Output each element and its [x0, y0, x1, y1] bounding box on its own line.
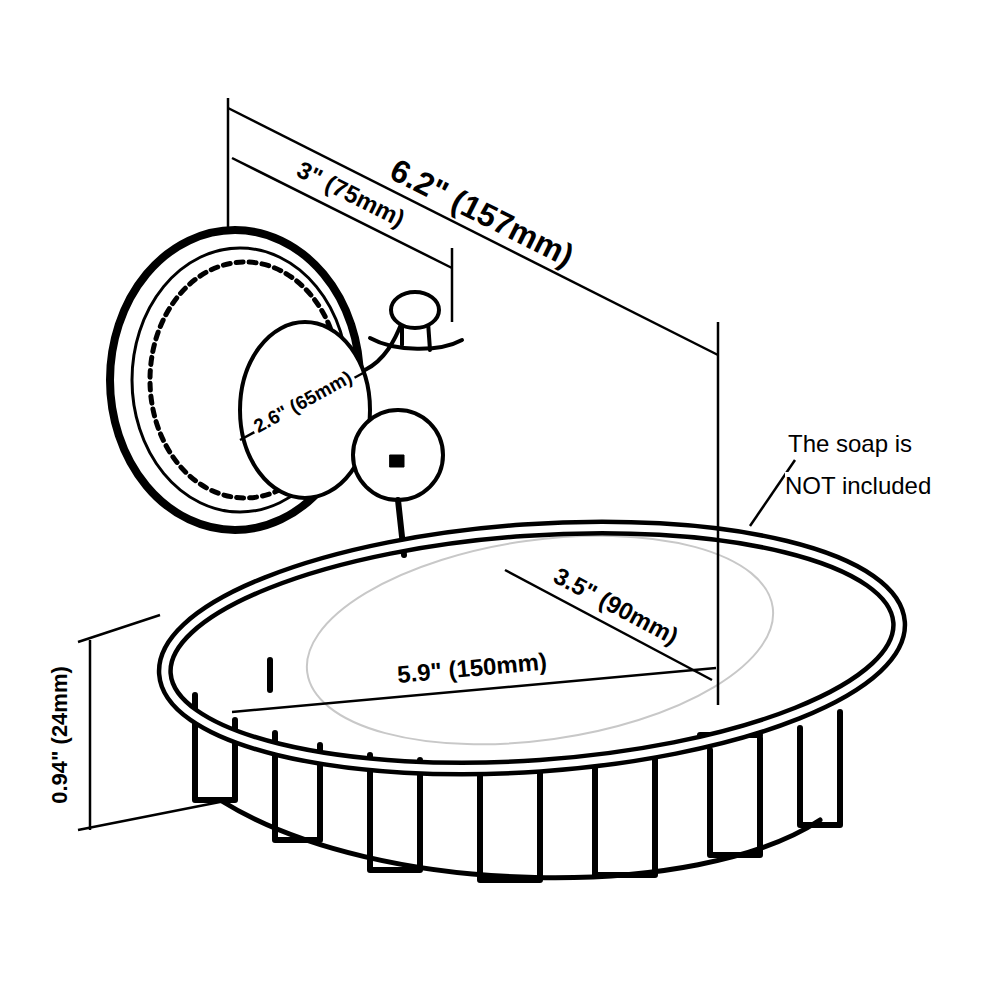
mount-boss [240, 322, 370, 498]
basket-ring-highlight [157, 505, 908, 792]
ball-joint [353, 410, 443, 500]
set-screw [390, 455, 404, 467]
basket-ring [157, 505, 908, 792]
dimension-label-text: 6.2" (157mm) [382, 150, 582, 275]
dimension-lines [78, 98, 795, 830]
knob-collar [370, 338, 462, 349]
note-label: The soap is NOT included [785, 423, 955, 507]
dimension-label-text: 0.94" (24mm) [47, 663, 72, 807]
note-label-text: The soap is NOT included [785, 430, 934, 499]
dimension-label: 6.2" (157mm) [382, 150, 583, 276]
dimension-label: 0.94" (24mm) [47, 663, 72, 807]
knob [391, 292, 439, 328]
